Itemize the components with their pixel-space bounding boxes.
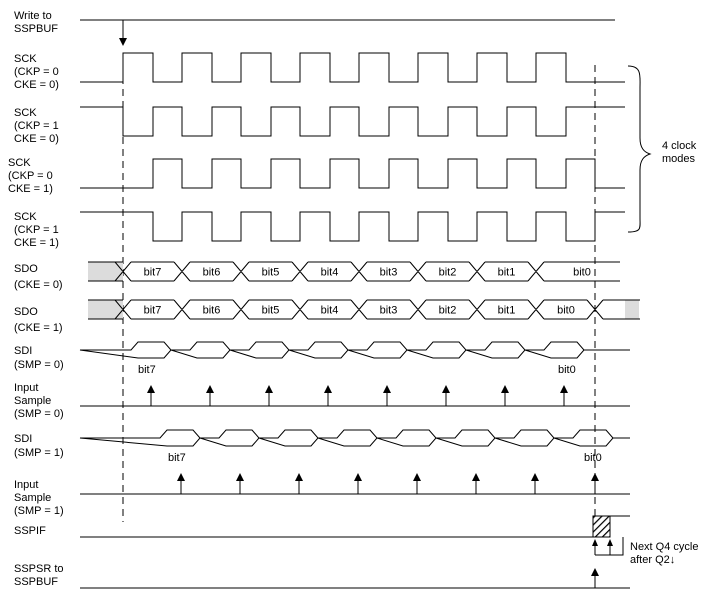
sdo0-bit-label: bit0	[573, 267, 591, 279]
sdo1-bit-label: bit0	[557, 305, 575, 317]
sample-smp1-arrows	[177, 473, 599, 494]
sample-arrow-head	[531, 473, 539, 481]
sdo0-bit-label: bit4	[321, 267, 339, 279]
sdo1-bit-label: bit2	[439, 305, 457, 317]
sample-arrow-head	[442, 385, 450, 393]
sdo0-bit-label: bit6	[203, 267, 221, 279]
sample-arrow-head	[147, 385, 155, 393]
sck-mode2-wave	[80, 106, 625, 137]
clock-modes-brace	[627, 65, 652, 233]
sdo1-idle-right	[625, 300, 639, 319]
sample-arrow-head	[413, 473, 421, 481]
sample-smp0-arrows	[147, 385, 568, 406]
sck-mode1-wave	[80, 52, 625, 83]
sample-arrow-head	[295, 473, 303, 481]
sample-arrow-head	[324, 385, 332, 393]
sdo0-bus-outline	[114, 261, 620, 282]
sdo0-bit-label: bit2	[439, 267, 457, 279]
sdo0-bus: bit7 bit6 bit5 bit4 bit3 bit2 bit1 bit0	[114, 261, 620, 282]
sdo1-bus-outline	[114, 299, 640, 320]
sdi1-first-bit: bit7	[168, 452, 186, 464]
sdo1-bit-label: bit5	[262, 305, 280, 317]
sample-arrow-head	[383, 385, 391, 393]
sdi0-wave-path	[79, 341, 630, 359]
sdo0-idle-left	[88, 262, 123, 281]
sdo1-bit-label: bit3	[380, 305, 398, 317]
sspif-label: SSPIF	[14, 525, 46, 537]
sample-arrow-head	[501, 385, 509, 393]
sdo-cke0-label: SDO(CKE = 0)	[14, 263, 63, 291]
q4-arrow-right-head	[607, 539, 613, 546]
sample-arrow-head	[206, 385, 214, 393]
sdi-smp0-label: SDI(SMP = 0)	[14, 345, 64, 371]
sample-arrow-head	[236, 473, 244, 481]
write-arrow-head	[119, 38, 127, 46]
sample-arrow-head	[591, 473, 599, 481]
sdo-cke1-label: SDO(CKE = 1)	[14, 306, 63, 334]
sample-arrow-head	[354, 473, 362, 481]
sdi-smp1-wave	[79, 429, 630, 447]
sck-mode4-wave	[80, 211, 625, 242]
sdo0-bit-label: bit3	[380, 267, 398, 279]
sample-arrow-head	[177, 473, 185, 481]
sdo0-bit-label: bit5	[262, 267, 280, 279]
sample-arrow-head	[265, 385, 273, 393]
sdo0-bit-label: bit1	[498, 267, 516, 279]
sspif-wave	[80, 515, 630, 538]
sdo1-bit-label: bit4	[321, 305, 339, 317]
sspif-hatched-transition	[592, 515, 611, 538]
sample-arrow-head	[560, 385, 568, 393]
sdi0-first-bit: bit7	[138, 364, 156, 376]
sdo0-bit-label: bit7	[144, 267, 162, 279]
sdi1-wave-path	[79, 429, 630, 447]
sdi-smp1-label: SDI(SMP = 1)	[14, 433, 64, 459]
sdi-smp0-wave	[79, 341, 630, 359]
sdo1-bit-label: bit7	[144, 305, 162, 317]
sck-mode3-wave	[80, 158, 625, 189]
q4-bracket	[595, 537, 624, 556]
sdi0-last-bit: bit0	[558, 364, 576, 376]
sspsr-arrow-head	[591, 568, 599, 576]
sdo1-bit-label: bit6	[203, 305, 221, 317]
q4-arrow-left-head	[592, 539, 598, 546]
sdo1-idle-left	[88, 300, 123, 319]
sdo1-bit-label: bit1	[498, 305, 516, 317]
sample-arrow-head	[472, 473, 480, 481]
sdo1-bus: bit7 bit6 bit5 bit4 bit3 bit2 bit1 bit0	[114, 299, 640, 320]
sdi1-last-bit: bit0	[584, 452, 602, 464]
